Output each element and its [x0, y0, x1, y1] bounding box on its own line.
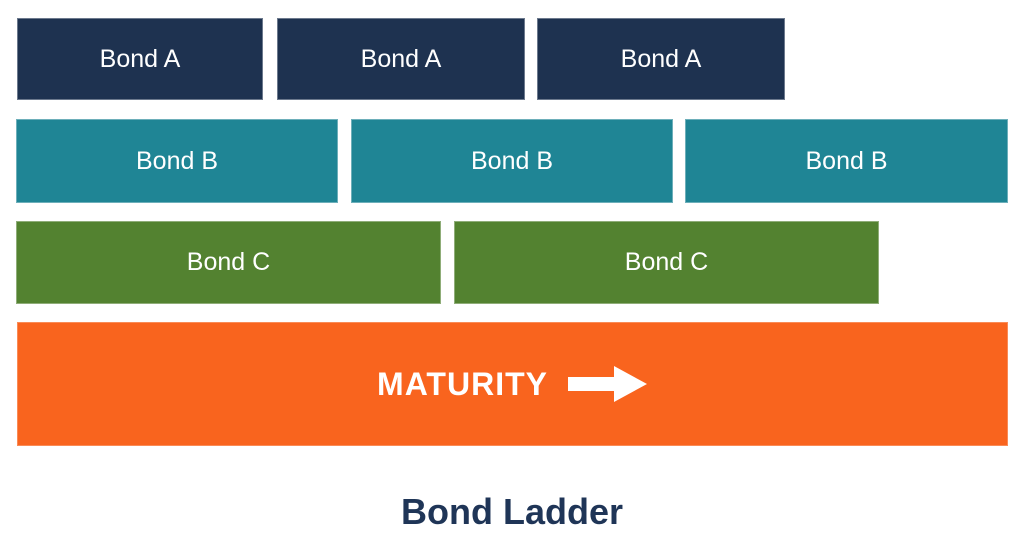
- maturity-label: MATURITY: [377, 366, 548, 402]
- bond-b-label: Bond B: [805, 146, 888, 175]
- bond-a-box-3: Bond A: [537, 18, 785, 100]
- bond-c-label: Bond C: [186, 248, 271, 276]
- bond-c-label: Bond C: [624, 248, 709, 276]
- bond-b-box-2: Bond B: [351, 119, 673, 203]
- bond-b-box-3: Bond B: [685, 119, 1008, 203]
- diagram-title: Bond Ladder: [401, 491, 623, 532]
- maturity-bar: MATURITY: [17, 322, 1008, 446]
- bond-b-label: Bond B: [470, 146, 553, 175]
- bond-a-box-2: Bond A: [277, 18, 525, 100]
- right-block-arrow-icon: [567, 365, 648, 403]
- bond-a-label: Bond A: [360, 44, 442, 73]
- bond-a-label: Bond A: [99, 44, 181, 73]
- bond-c-box-2: Bond C: [454, 221, 879, 304]
- bond-b-label: Bond B: [135, 146, 218, 175]
- bond-a-label: Bond A: [620, 44, 702, 73]
- bond-a-box-1: Bond A: [17, 18, 263, 100]
- bond-c-box-1: Bond C: [16, 221, 441, 304]
- bond-b-box-1: Bond B: [16, 119, 338, 203]
